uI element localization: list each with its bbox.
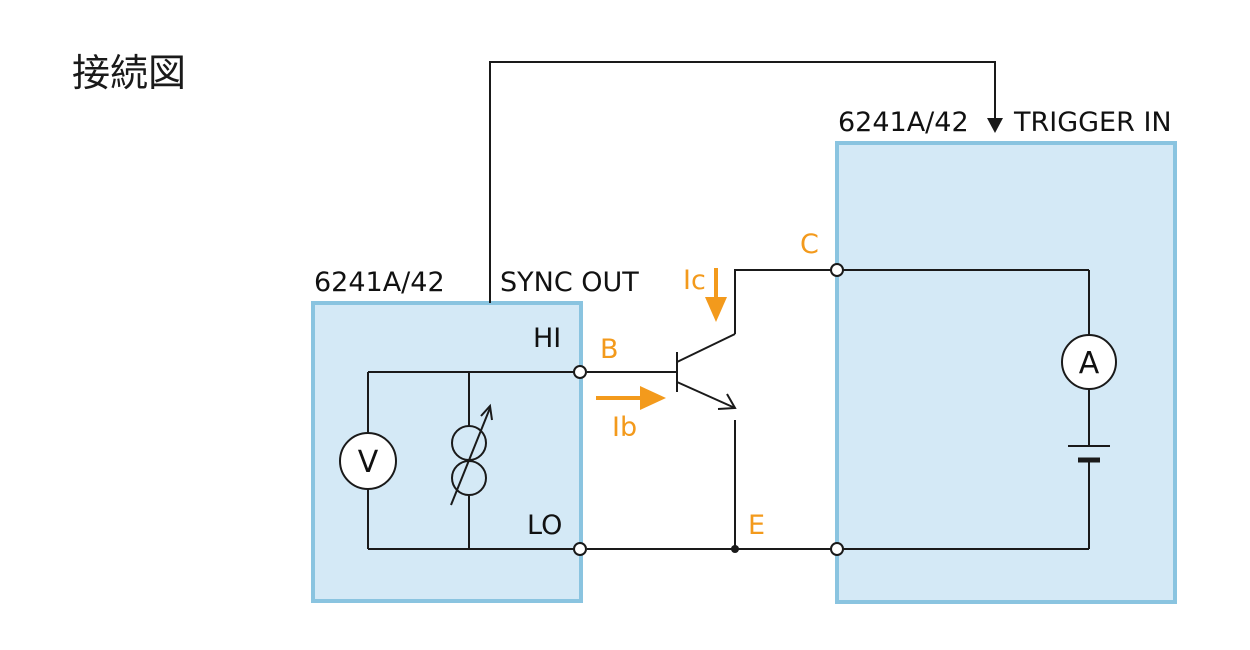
ib-label: Ib <box>612 412 637 443</box>
collector-label: C <box>800 229 819 260</box>
right-model-label: 6241A/42 <box>838 107 969 138</box>
trigger-in-label: TRIGGER IN <box>1013 107 1172 138</box>
lo-terminal <box>573 542 587 556</box>
emitter-label: E <box>748 510 765 541</box>
collector-terminal <box>830 263 844 277</box>
transistor-emitter-lead <box>676 381 736 409</box>
variable-source-arrowhead <box>480 403 493 421</box>
diagram-title: 接続図 <box>72 51 186 95</box>
transistor-emitter-arrow <box>717 393 737 410</box>
right-instrument-panel <box>835 141 1177 604</box>
ic-label: Ic <box>683 265 706 296</box>
left-model-label: 6241A/42 <box>314 267 445 298</box>
junction-dot <box>731 545 739 553</box>
voltmeter-symbol <box>339 432 397 490</box>
transistor-collector-lead <box>676 333 736 363</box>
ib-arrow-head <box>640 386 666 410</box>
collector-wire <box>734 269 831 334</box>
sync-out-label: SYNC OUT <box>500 267 639 298</box>
lo-terminal-label: LO <box>527 510 562 541</box>
ic-arrow-head <box>705 297 727 322</box>
trigger-wire <box>489 61 996 303</box>
base-label: B <box>600 334 619 365</box>
emitter-terminal <box>830 542 844 556</box>
variable-source-arrow <box>450 407 491 506</box>
trigger-arrowhead <box>987 118 1003 133</box>
hi-terminal-label: HI <box>533 323 561 354</box>
ammeter-letter: A <box>1079 346 1100 381</box>
voltmeter-letter: V <box>358 445 379 480</box>
hi-terminal <box>573 365 587 379</box>
